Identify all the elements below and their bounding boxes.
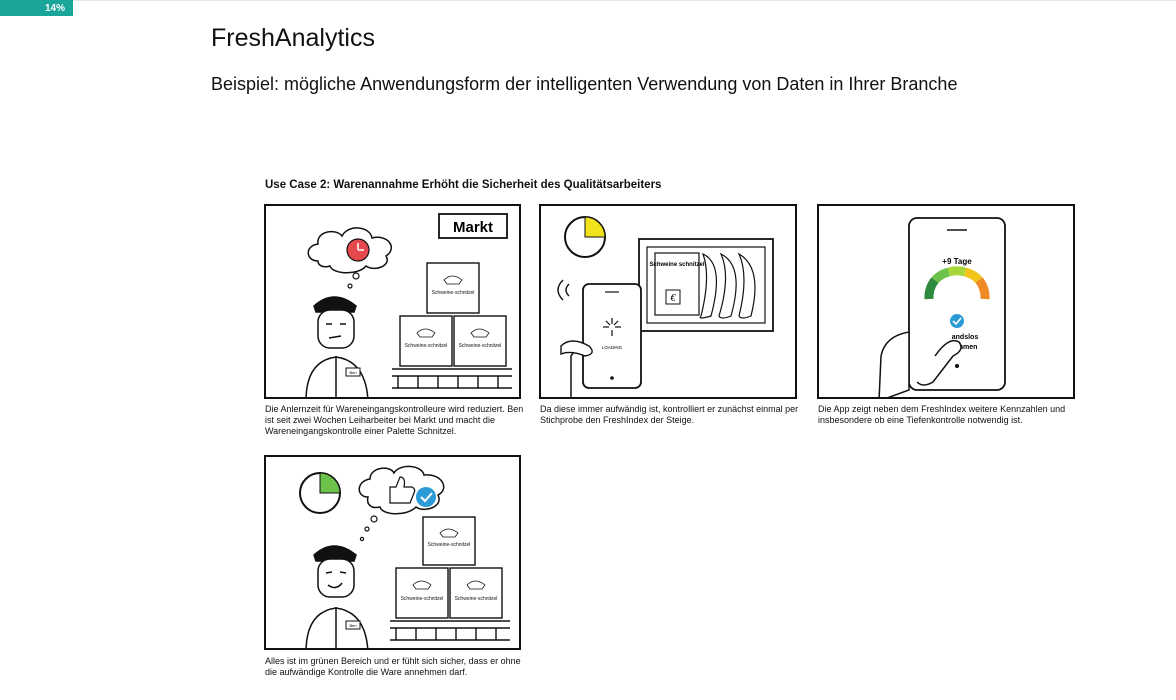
fresh-days-value: +9 Tage (942, 257, 972, 266)
storyboard-heading: Use Case 2: Warenannahme Erhöht die Sich… (265, 179, 662, 191)
pallet (390, 620, 510, 641)
pallet (392, 368, 512, 389)
use-case-storyboard: Use Case 2: Warenannahme Erhöht die Sich… (260, 176, 1090, 686)
box-label: Schweine-schnitzel (432, 290, 475, 296)
svg-text:€: € (671, 293, 677, 304)
page-subtitle: Beispiel: mögliche Anwendungsform der in… (211, 74, 958, 94)
worker-figure (305, 296, 369, 397)
box-label: Schweine-schnitzel (459, 343, 502, 349)
loading-spinner-icon (603, 318, 621, 336)
panel-2-caption: Da diese immer aufwändig ist, kontrollie… (540, 404, 799, 425)
box-stack (395, 516, 503, 619)
panel-4-caption: Alles ist im grünen Bereich und er fühlt… (265, 656, 521, 677)
worker-figure (305, 545, 369, 648)
panel-1-illustration: Markt Schweine-schnitzel Schweine-schnit… (305, 213, 512, 397)
progress-label: 14% (44, 2, 65, 14)
box-label: Schweine-schnitzel (455, 596, 498, 602)
smartphone (908, 217, 1006, 391)
markt-sign-text: Markt (453, 219, 493, 236)
panel-4-illustration: Schweine-schnitzel Schweine-schnitzel Sc… (299, 465, 510, 648)
name-badge: Ben (349, 623, 356, 628)
panel-3-illustration: +9 Tage andslos ommen (878, 217, 1006, 397)
storyboard-panel-3: +9 Tage andslos ommen (817, 204, 1075, 399)
panel-3-caption: Die App zeigt neben dem FreshIndex weite… (818, 404, 1066, 425)
tray-label: Schweine schnitzel (649, 262, 704, 268)
thumbs-up-icon (389, 476, 416, 504)
check-icon (416, 487, 436, 507)
panel-1-caption: Die Anlernzeit für Wareneingangskontroll… (265, 404, 524, 436)
check-icon (950, 314, 964, 328)
markt-sign (438, 213, 508, 239)
loading-text: LOADING (602, 345, 623, 350)
panel-2-illustration: Schweine schnitzel € LOADING (557, 216, 774, 397)
box-label: Schweine-schnitzel (428, 542, 471, 548)
progress-fill: 14% (0, 0, 73, 16)
storyboard-panel-2: Schweine schnitzel € LOADING (539, 204, 797, 399)
box-stack (399, 262, 507, 367)
storyboard-panel-4: Schweine-schnitzel Schweine-schnitzel Sc… (264, 455, 521, 650)
freshindex-gauge (924, 266, 990, 300)
status-line-1: andslos (952, 334, 979, 341)
box-label: Schweine-schnitzel (405, 343, 448, 349)
box-label: Schweine-schnitzel (401, 596, 444, 602)
progress-track (0, 0, 1176, 1)
page-title: FreshAnalytics (211, 24, 375, 52)
reading-progress-bar: 14% (0, 0, 1176, 16)
storyboard-panel-1: Markt Schweine-schnitzel Schweine-schnit… (264, 204, 521, 399)
status-line-2: ommen (953, 344, 978, 351)
name-badge: Ben (349, 370, 356, 375)
